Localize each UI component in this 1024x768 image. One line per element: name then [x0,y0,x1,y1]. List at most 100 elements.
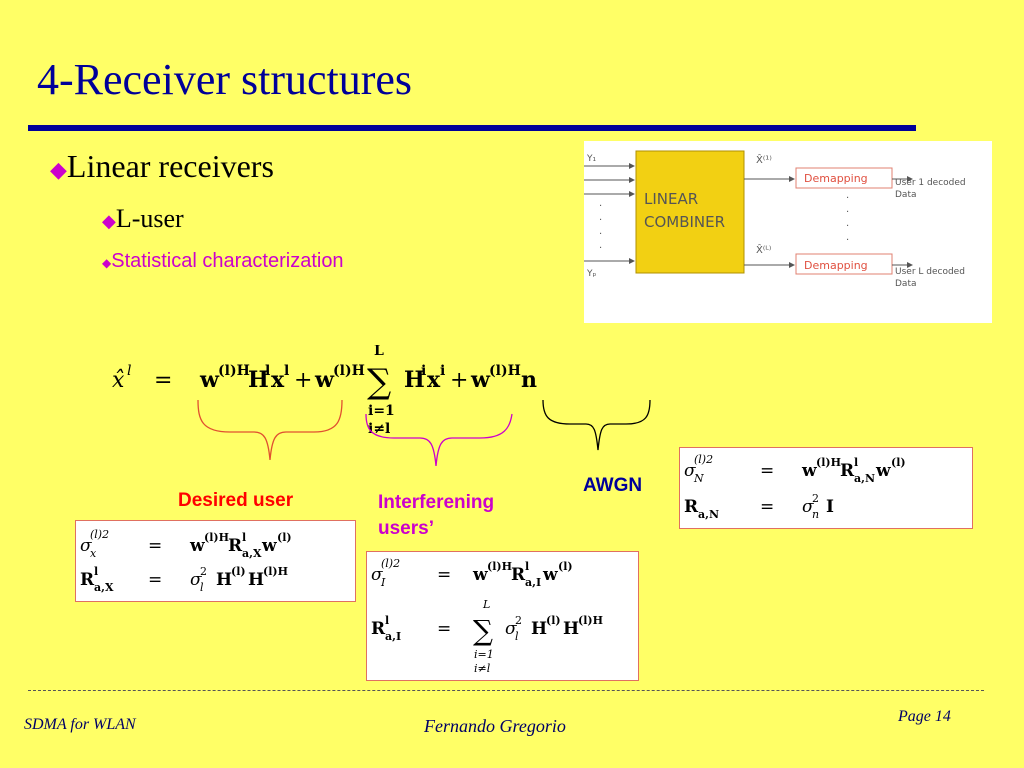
svg-text:x: x [271,367,285,393]
svg-text:(l)2: (l)2 [90,528,109,541]
svg-text:σ: σ [505,619,517,639]
svg-text:a,N: a,N [698,508,719,521]
svg-text:i≠l: i≠l [474,662,491,675]
svg-text:(l)H: (l)H [487,560,512,573]
svg-text:x̂: x̂ [112,368,125,393]
svg-text:R: R [228,536,243,556]
svg-text:R: R [840,461,855,481]
output-label-x1: X̂⁽¹⁾ [756,153,772,166]
svg-text:l: l [854,456,858,469]
svg-text:=: = [148,536,162,556]
diamond-bullet-icon: ◆ [50,157,67,182]
svg-text:σ: σ [190,570,202,590]
awgn-brace [542,399,651,451]
svg-text:·: · [846,193,849,204]
user1-output-label-2: Data [895,190,917,200]
svg-text:=: = [437,565,451,585]
bullet-text: L-user [115,204,184,233]
svg-text:∑: ∑ [473,614,493,647]
title-underline [28,125,916,131]
svg-text:l: l [284,363,289,379]
svg-text:(l)H: (l)H [578,614,603,627]
demapping-box [795,253,893,275]
svg-text:+: + [450,368,468,393]
svg-text:l: l [265,363,270,379]
svg-text:2: 2 [200,565,207,578]
demapping-box [795,167,893,189]
userL-output-label-2: Data [895,279,917,289]
bullet-level-1: ◆Linear receivers [50,148,274,185]
svg-text:i: i [440,363,445,379]
demapping-label: Demapping [804,259,868,272]
user1-output-label: User 1 decoded [895,178,966,188]
svg-text:R: R [511,565,526,585]
footer-left-text: SDMA for WLAN [24,716,136,733]
page-number: Page 14 [898,708,951,725]
svg-text:H: H [248,570,264,590]
svg-text:w: w [472,565,488,585]
svg-text:σ: σ [371,565,383,585]
svg-text:=: = [760,461,774,481]
svg-text:n: n [521,367,537,393]
output-label-xl: X̂⁽ᴸ⁾ [756,243,771,256]
svg-text:w: w [199,367,220,393]
combiner-label-2: COMBINER [644,213,725,231]
svg-text:N: N [693,472,704,485]
svg-text:·: · [599,229,602,240]
svg-text:w: w [314,367,335,393]
svg-text:σ: σ [80,536,92,556]
svg-text:(l)H: (l)H [263,565,288,578]
block-diagram-svg: Y₁ · · · · Yₚ LINEAR COMBINER X̂⁽¹⁾ Dema… [584,150,966,289]
svg-text:(l): (l) [277,531,292,544]
receiver-block-diagram: Y₁ · · · · Yₚ LINEAR COMBINER X̂⁽¹⁾ Dema… [584,141,992,323]
svg-text:I: I [826,497,834,517]
desired-user-brace [197,399,343,461]
diamond-bullet-icon: ◆ [102,211,116,231]
svg-text:·: · [846,207,849,218]
svg-text:(l)H: (l)H [218,363,250,379]
svg-text:a,I: a,I [525,576,541,589]
input-label-y1: Y₁ [586,154,596,164]
svg-text:(l)2: (l)2 [381,557,400,570]
svg-text:=: = [760,497,774,517]
svg-text:(l)H: (l)H [816,456,841,469]
equation-braces [197,399,651,467]
svg-text:x: x [90,547,97,560]
svg-text:=: = [437,619,451,639]
svg-text:·: · [599,215,602,226]
svg-text:R: R [371,619,386,639]
svg-text:x: x [427,367,441,393]
svg-text:·: · [599,243,602,254]
svg-text:·: · [846,235,849,246]
desired-user-label: Desired user [178,490,294,511]
svg-text:(l)H: (l)H [204,531,229,544]
bullet-level-2: ◆L-user [102,204,184,234]
userL-output-label: User L decoded [895,267,965,277]
svg-text:w: w [261,536,277,556]
svg-text:l: l [242,531,246,544]
svg-text:i: i [421,363,426,379]
svg-text:(l): (l) [231,565,246,578]
svg-text:a,N: a,N [854,472,875,485]
svg-text:R: R [684,497,699,517]
svg-text:(l)H: (l)H [333,363,365,379]
svg-text:(l)H: (l)H [489,363,521,379]
svg-text:l: l [94,565,98,578]
svg-text:(l): (l) [558,560,573,573]
svg-text:i=1: i=1 [474,648,494,661]
diamond-bullet-icon: ◆ [102,256,112,270]
footer-author: Fernando Gregorio [424,716,566,736]
interfering-label-line-2: users’ [378,518,434,539]
svg-text:(l): (l) [546,614,561,627]
svg-text:H: H [216,570,232,590]
svg-text:n: n [812,508,819,521]
svg-text:(l): (l) [891,456,906,469]
interfering-users-brace [365,413,513,467]
